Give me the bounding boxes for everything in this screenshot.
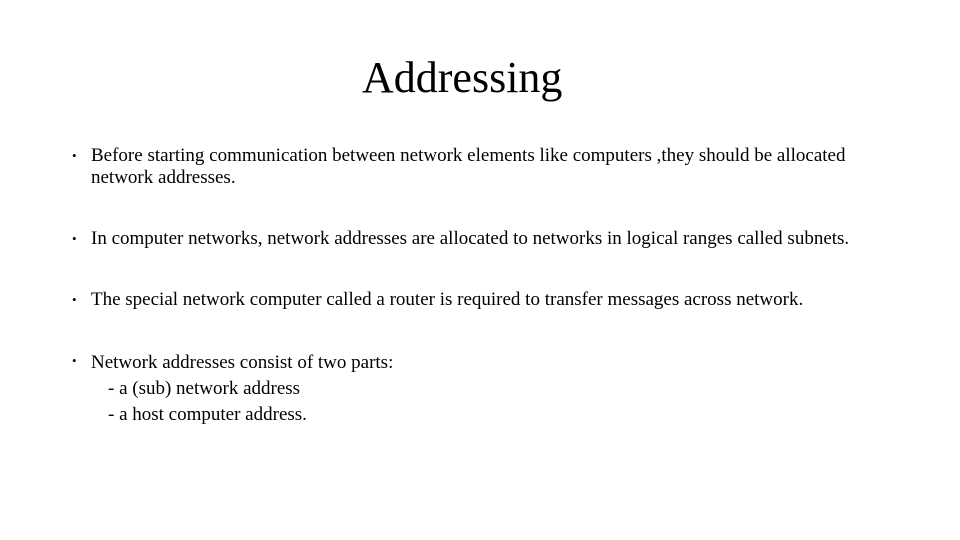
- bullet-text: The special network computer called a ro…: [91, 289, 804, 310]
- sub-list: - a (sub) network address - a host compu…: [91, 376, 902, 428]
- bullet-item: • In computer networks, network addresse…: [72, 228, 902, 250]
- bullet-item: • The special network computer called a …: [72, 289, 902, 311]
- bullet-item: • Before starting communication between …: [72, 145, 902, 189]
- bullet-icon: •: [72, 148, 77, 163]
- slide-title: Addressing: [362, 53, 563, 102]
- bullet-icon: •: [72, 292, 77, 307]
- bullet-icon: •: [72, 353, 77, 368]
- bullet-text: Before starting communication between ne…: [91, 145, 846, 188]
- sub-item: - a (sub) network address: [108, 378, 301, 399]
- bullet-text: Network addresses consist of two parts:: [91, 352, 394, 373]
- bullet-item: • Network addresses consist of two parts…: [72, 350, 902, 428]
- bullet-icon: •: [72, 231, 77, 246]
- bullet-text: In computer networks, network addresses …: [91, 228, 850, 249]
- bullet-list: • Before starting communication between …: [72, 145, 902, 428]
- sub-item: - a host computer address.: [108, 404, 307, 425]
